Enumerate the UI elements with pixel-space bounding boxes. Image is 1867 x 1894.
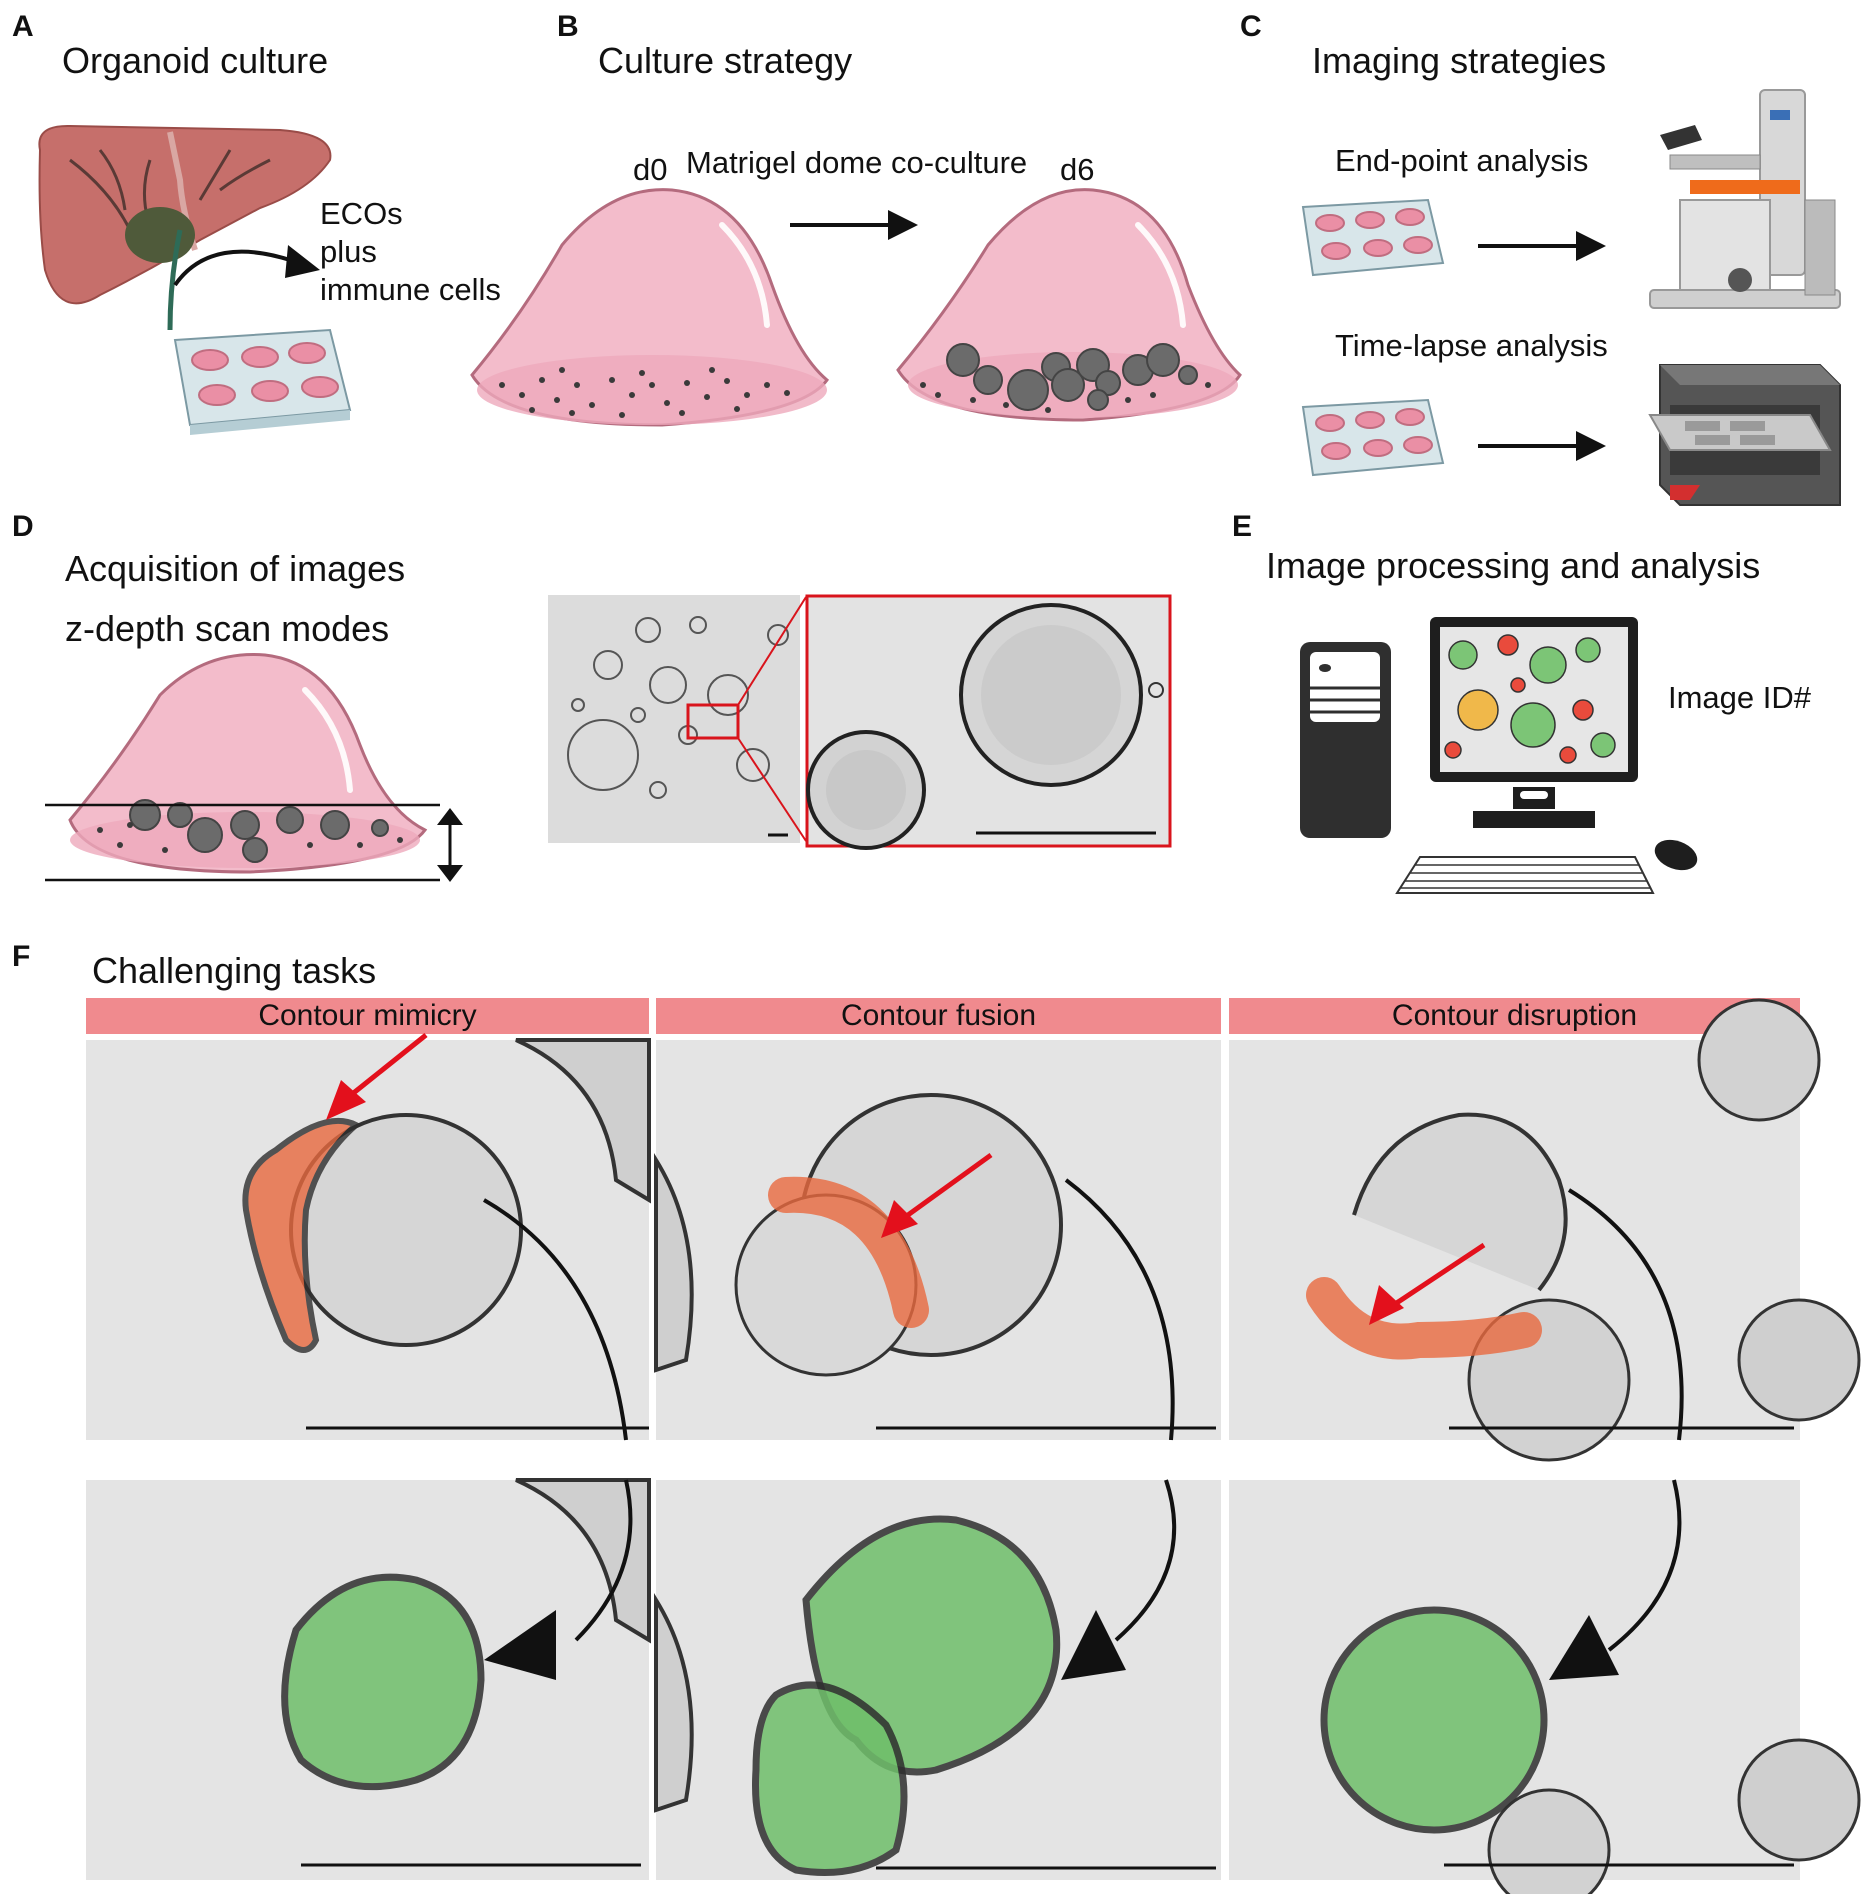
timelapse-arrow <box>1478 431 1606 461</box>
panel-e-letter: E <box>1232 510 1253 543</box>
panel-a-letter: A <box>12 10 34 43</box>
arrow-label: Matrigel dome co-culture <box>686 145 1028 180</box>
brightfield-zoom-image <box>805 594 1172 850</box>
column-header-contour-mimicry: Contour mimicry <box>86 998 649 1034</box>
dome-zscan <box>45 653 463 882</box>
culture-time-arrow <box>790 210 918 240</box>
panel-d-title-line-2: z-depth scan modes <box>65 608 390 649</box>
disruption-before-image <box>1229 998 1861 1462</box>
keyboard-icon <box>1395 856 1655 894</box>
zoom-callout-lines <box>737 596 807 842</box>
fusion-after-image <box>654 1479 1221 1880</box>
panel-a-label-line-3: immune cells <box>320 272 501 307</box>
panel-a-title: Organoid culture <box>62 40 329 81</box>
curved-transfer-arrow <box>173 245 320 287</box>
disruption-after-image <box>1229 1479 1861 1894</box>
column-header-contour-disruption: Contour disruption <box>1229 998 1800 1034</box>
panel-d-title-line-1: Acquisition of images <box>65 548 406 589</box>
day-start-label: d0 <box>633 152 668 187</box>
panel-a-label-line-1: ECOs <box>320 196 403 231</box>
mouse-icon <box>1654 839 1698 871</box>
panel-c-letter: C <box>1240 10 1262 43</box>
liver-illustration <box>38 124 332 331</box>
panel-a-label-line-2: plus <box>320 234 377 269</box>
well-plate-icon <box>173 328 352 435</box>
image-id-label: Image ID# <box>1668 680 1812 715</box>
mimicry-before-image <box>86 1033 651 1441</box>
well-plate-icon-endpoint <box>1301 198 1445 277</box>
brightfield-overview-image <box>548 595 800 843</box>
time-lapse-label: Time-lapse analysis <box>1335 328 1608 363</box>
panel-c-title: Imaging strategies <box>1312 40 1607 81</box>
day-end-label: d6 <box>1060 152 1095 187</box>
end-point-label: End-point analysis <box>1335 143 1589 178</box>
computer-tower-icon <box>1300 642 1391 838</box>
dome-day6 <box>896 188 1242 422</box>
panel-b-letter: B <box>557 10 579 43</box>
panel-e-title: Image processing and analysis <box>1266 545 1761 586</box>
well-plate-icon-timelapse <box>1301 398 1445 477</box>
panel-b-title: Culture strategy <box>598 40 853 81</box>
microscope-icon <box>1649 89 1841 309</box>
monitor-icon <box>1430 617 1638 828</box>
panel-f-title: Challenging tasks <box>92 950 377 991</box>
column-header-contour-fusion: Contour fusion <box>656 998 1221 1034</box>
panel-d-letter: D <box>12 510 34 543</box>
endpoint-arrow <box>1478 231 1606 261</box>
panel-f-letter: F <box>12 940 31 973</box>
incubator-imager-icon <box>1648 364 1841 506</box>
dome-day0 <box>470 188 830 427</box>
mimicry-after-image <box>86 1478 651 1880</box>
fusion-before-image <box>654 1040 1221 1441</box>
